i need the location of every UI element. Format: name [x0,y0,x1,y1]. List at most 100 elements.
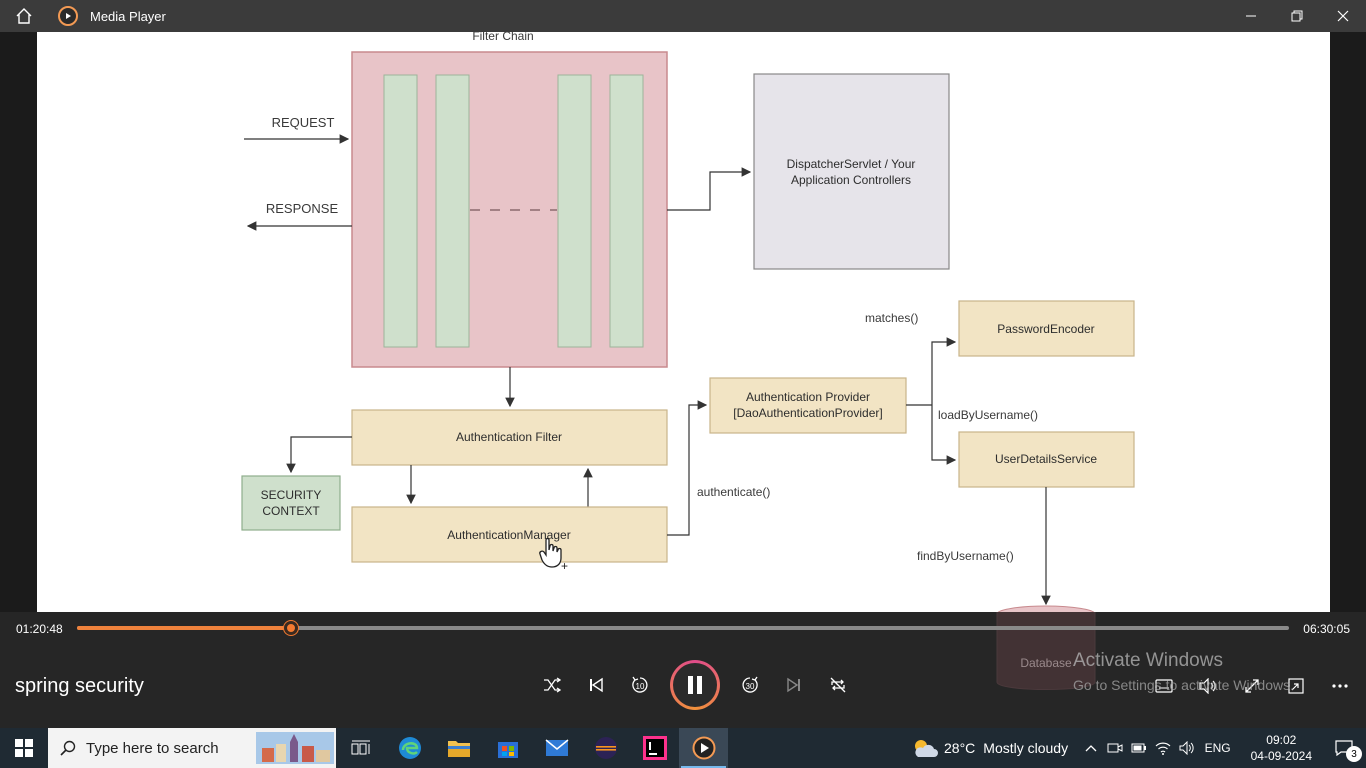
fullscreen-button[interactable] [1230,668,1274,704]
media-player-icon [692,736,715,760]
meet-now-button[interactable] [1103,728,1127,768]
home-button[interactable] [0,0,48,32]
clock-time: 09:02 [1266,733,1297,747]
taskbar-intellij[interactable] [630,728,679,768]
folder-icon [447,741,470,757]
battery-button[interactable] [1127,728,1151,768]
response-label: RESPONSE [266,201,339,216]
database-cylinder-top [997,605,1095,612]
taskbar-clock[interactable]: 09:02 04-09-2024 [1251,732,1312,764]
password-encoder-box [958,300,1135,357]
play-pause-button[interactable] [670,660,720,710]
fullscreen-icon [1245,679,1259,693]
provider-to-userdetails-arrow [931,405,957,465]
taskbar-file-explorer[interactable] [434,728,483,768]
security-context-line2: CONTEXT [262,504,320,518]
request-label: REQUEST [272,115,335,130]
subtitles-button[interactable] [1142,668,1186,704]
skip-forward-button[interactable]: 30 [728,661,772,709]
windows-taskbar: Type here to search [0,728,1366,768]
network-button[interactable] [1151,728,1175,768]
seek-thumb[interactable] [284,621,298,635]
playback-controls: Database 01:20:48 06:30:05 spring securi… [0,612,1366,728]
mail-icon [545,739,568,756]
dispatcher-servlet-box [753,73,950,270]
filter-to-dispatcher-arrow [667,167,752,211]
search-icon [60,740,76,756]
subtitles-icon [1155,679,1173,693]
repeat-button[interactable] [816,661,860,709]
weather-widget[interactable]: 28°C Mostly cloudy [910,728,1068,768]
current-time: 01:20:48 [16,622,63,636]
clock-date: 04-09-2024 [1250,749,1312,763]
video-frame[interactable]: Filter Chain REQUEST RESPONSE Dispatcher… [37,32,1330,612]
mini-player-button[interactable] [1274,668,1318,704]
taskbar-mail[interactable] [532,728,581,768]
security-context-line1: SECURITY [261,488,322,502]
previous-button[interactable] [574,661,618,709]
taskbar-media-player[interactable] [679,728,728,768]
next-button[interactable] [772,661,816,709]
notification-center-button[interactable]: 3 [1322,728,1366,768]
skip-back-10-icon: 10 [632,676,648,693]
filter-to-security-context-arrow [286,436,352,474]
authentication-manager-label: AuthenticationManager [447,528,570,542]
authentication-filter-label: Authentication Filter [456,430,562,444]
media-title: spring security [15,675,144,697]
authentication-provider-box [709,377,907,434]
matches-label: matches() [865,311,918,325]
show-hidden-icons-button[interactable] [1079,728,1103,768]
database-ghost: Database [996,612,1096,690]
skip-forward-30-icon: 30 [742,676,758,693]
edge-icon [398,737,421,759]
eclipse-icon [594,737,617,759]
minimize-icon [1246,15,1256,17]
skip-back-seconds: 10 [636,682,645,691]
cursor-plus-icon: + [561,559,568,573]
close-icon [1337,10,1349,22]
restore-icon [1291,10,1303,22]
restore-button[interactable] [1274,0,1320,32]
skip-forward-seconds: 30 [746,682,755,691]
previous-icon [590,677,603,693]
start-button[interactable] [0,728,48,768]
taskbar-search-box[interactable]: Type here to search [48,728,336,768]
search-highlight-image [256,732,334,764]
minimize-button[interactable] [1228,0,1274,32]
authentication-manager-box [351,506,668,563]
taskbar-store[interactable] [483,728,532,768]
provider-to-encoder-arrow [931,337,957,405]
more-options-button[interactable] [1318,668,1362,704]
mini-player-icon [1288,678,1304,694]
total-time: 06:30:05 [1303,622,1350,636]
filter-bar [609,74,644,348]
transport-controls: 10 30 [530,660,860,710]
authentication-provider-line2: [DaoAuthenticationProvider] [733,406,882,420]
shuffle-button[interactable] [530,661,574,709]
input-language[interactable]: ENG [1204,741,1231,755]
secondary-controls [1142,668,1362,704]
manager-to-provider-arrow [667,400,708,536]
filter-chain-title: Filter Chain [472,32,533,43]
authenticate-label: authenticate() [697,485,770,499]
seek-bar[interactable] [77,621,1289,635]
weather-temperature: 28°C [944,740,976,756]
user-details-service-label: UserDetailsService [995,452,1097,466]
filter-bar [383,74,418,348]
volume-button[interactable] [1186,668,1230,704]
skip-back-button[interactable]: 10 [618,661,662,709]
seek-bar-progress [77,626,291,630]
weather-description: Mostly cloudy [983,740,1069,756]
close-button[interactable] [1320,0,1366,32]
intellij-icon [642,736,667,760]
store-icon [497,742,518,758]
database-label: Database [1020,656,1072,670]
volume-tray-button[interactable] [1175,728,1199,768]
taskbar-eclipse[interactable] [581,728,630,768]
windows-logo-icon [15,739,33,757]
load-by-username-label: loadByUsername() [938,408,1038,422]
filter-bar [557,74,592,348]
taskbar-edge[interactable] [385,728,434,768]
filter-bar [435,74,470,348]
task-view-button[interactable] [336,728,385,768]
